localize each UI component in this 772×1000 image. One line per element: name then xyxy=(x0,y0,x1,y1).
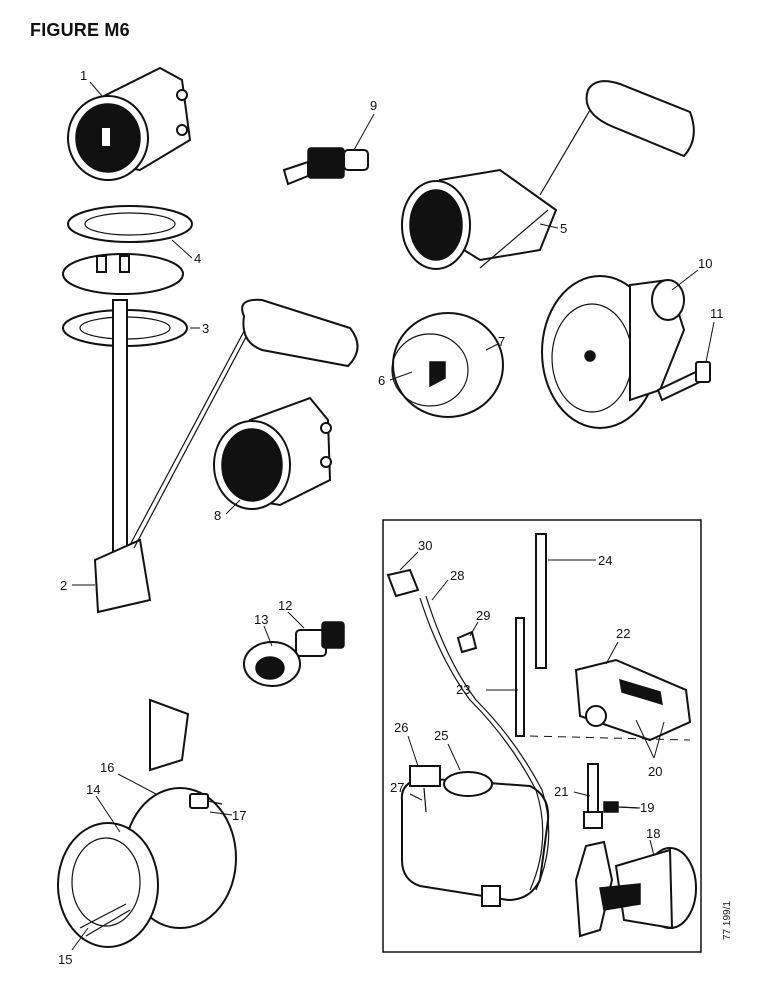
switch-part-12 xyxy=(295,621,345,657)
washer-bottle-part-25 xyxy=(400,771,550,907)
sealing-ring-part-4 xyxy=(67,205,193,243)
motor-part-14 xyxy=(57,698,237,948)
sender-switch-part-9 xyxy=(282,147,369,186)
leader-lines xyxy=(71,81,715,951)
callout-11: 11 xyxy=(710,306,724,321)
screw-part-27 xyxy=(423,787,427,813)
wiper-arm-part-24 xyxy=(535,533,547,669)
callout-6: 6 xyxy=(378,373,385,388)
gauge-part-5 xyxy=(401,80,695,270)
callout-20: 20 xyxy=(648,764,662,779)
callout-25: 25 xyxy=(434,728,448,743)
callout-22: 22 xyxy=(616,626,630,641)
tank-sender-part-2 xyxy=(93,298,359,614)
linkage-dashed-line xyxy=(529,735,691,741)
callout-27: 27 xyxy=(390,780,404,795)
callout-3: 3 xyxy=(202,321,209,336)
bolt-part-11 xyxy=(656,361,711,402)
washer-hose-part-28 xyxy=(419,595,550,891)
callout-9: 9 xyxy=(370,98,377,113)
callout-30: 30 xyxy=(418,538,432,553)
callout-23: 23 xyxy=(456,682,470,697)
callout-18: 18 xyxy=(646,826,660,841)
callout-2: 2 xyxy=(60,578,67,593)
callout-14: 14 xyxy=(86,782,100,797)
callout-24: 24 xyxy=(598,553,612,568)
callout-28: 28 xyxy=(450,568,464,583)
bolt-part-17 xyxy=(189,793,223,809)
figure-title: FIGURE M6 xyxy=(30,20,130,40)
callout-10: 10 xyxy=(698,256,712,271)
callout-17: 17 xyxy=(232,808,246,823)
gauge-part-8 xyxy=(213,396,332,510)
gauge-part-1 xyxy=(67,66,192,181)
callout-4: 4 xyxy=(194,251,201,266)
callout-26: 26 xyxy=(394,720,408,735)
cap-part-13 xyxy=(243,641,301,687)
wiper-arm-part-23 xyxy=(515,617,525,737)
mounting-flange-part-6 xyxy=(391,312,504,418)
clip-part-29 xyxy=(456,630,478,654)
connector-part-30 xyxy=(386,568,420,598)
bracket-part-26 xyxy=(409,765,441,787)
callout-12: 12 xyxy=(278,598,292,613)
callout-8: 8 xyxy=(214,508,221,523)
callout-5: 5 xyxy=(560,221,567,236)
horn-unit-part-10 xyxy=(541,275,686,429)
spindle-part-21 xyxy=(583,763,603,829)
callout-7: 7 xyxy=(498,334,505,349)
washer-kit-inset-box xyxy=(382,519,702,953)
callout-29: 29 xyxy=(476,608,490,623)
callout-21: 21 xyxy=(554,784,568,799)
callout-1: 1 xyxy=(80,68,87,83)
callout-19: 19 xyxy=(640,800,654,815)
callout-15: 15 xyxy=(58,952,72,967)
wiper-linkage-part-22 xyxy=(574,658,692,742)
callout-13: 13 xyxy=(254,612,268,627)
wiper-motor-part-18 xyxy=(574,840,697,938)
tank-unit-plate xyxy=(62,253,184,295)
callout-16: 16 xyxy=(100,760,114,775)
